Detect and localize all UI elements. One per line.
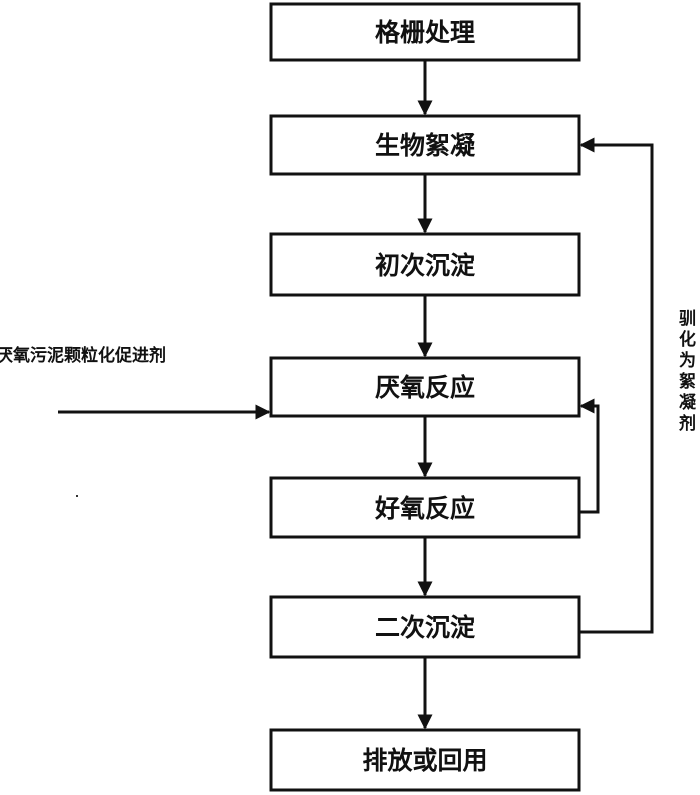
- return-label-flocculant: 驯化为絮凝剂: [679, 309, 696, 434]
- arrow-aerobic-return-loop: [579, 398, 600, 514]
- step-label-aerobic: 好氧反应: [374, 494, 475, 523]
- stray-dot: [76, 495, 78, 497]
- step-label-bio-flocculation: 生物絮凝: [375, 131, 476, 160]
- step-box-discharge: 排放或回用: [269, 728, 581, 792]
- step-box-secondary-settling: 二次沉淀: [269, 595, 581, 659]
- step-box-anaerobic: 厌氧反应: [269, 356, 581, 418]
- step-box-aerobic: 好氧反应: [269, 476, 581, 539]
- step-box-grating: 格栅处理: [269, 2, 581, 62]
- step-label-discharge: 排放或回用: [362, 746, 487, 775]
- arrow-secondary-return-loop: [579, 137, 654, 634]
- step-box-bio-flocculation: 生物絮凝: [269, 114, 581, 176]
- step-label-anaerobic: 厌氧反应: [375, 373, 475, 402]
- step-label-secondary-settling: 二次沉淀: [375, 613, 476, 642]
- step-box-primary-settling: 初次沉淀: [269, 232, 581, 297]
- step-label-primary-settling: 初次沉淀: [375, 251, 476, 280]
- step-label-grating: 格栅处理: [375, 18, 475, 47]
- input-label-granulation-promoter: 厌氧污泥颗粒化促进剂: [0, 346, 166, 366]
